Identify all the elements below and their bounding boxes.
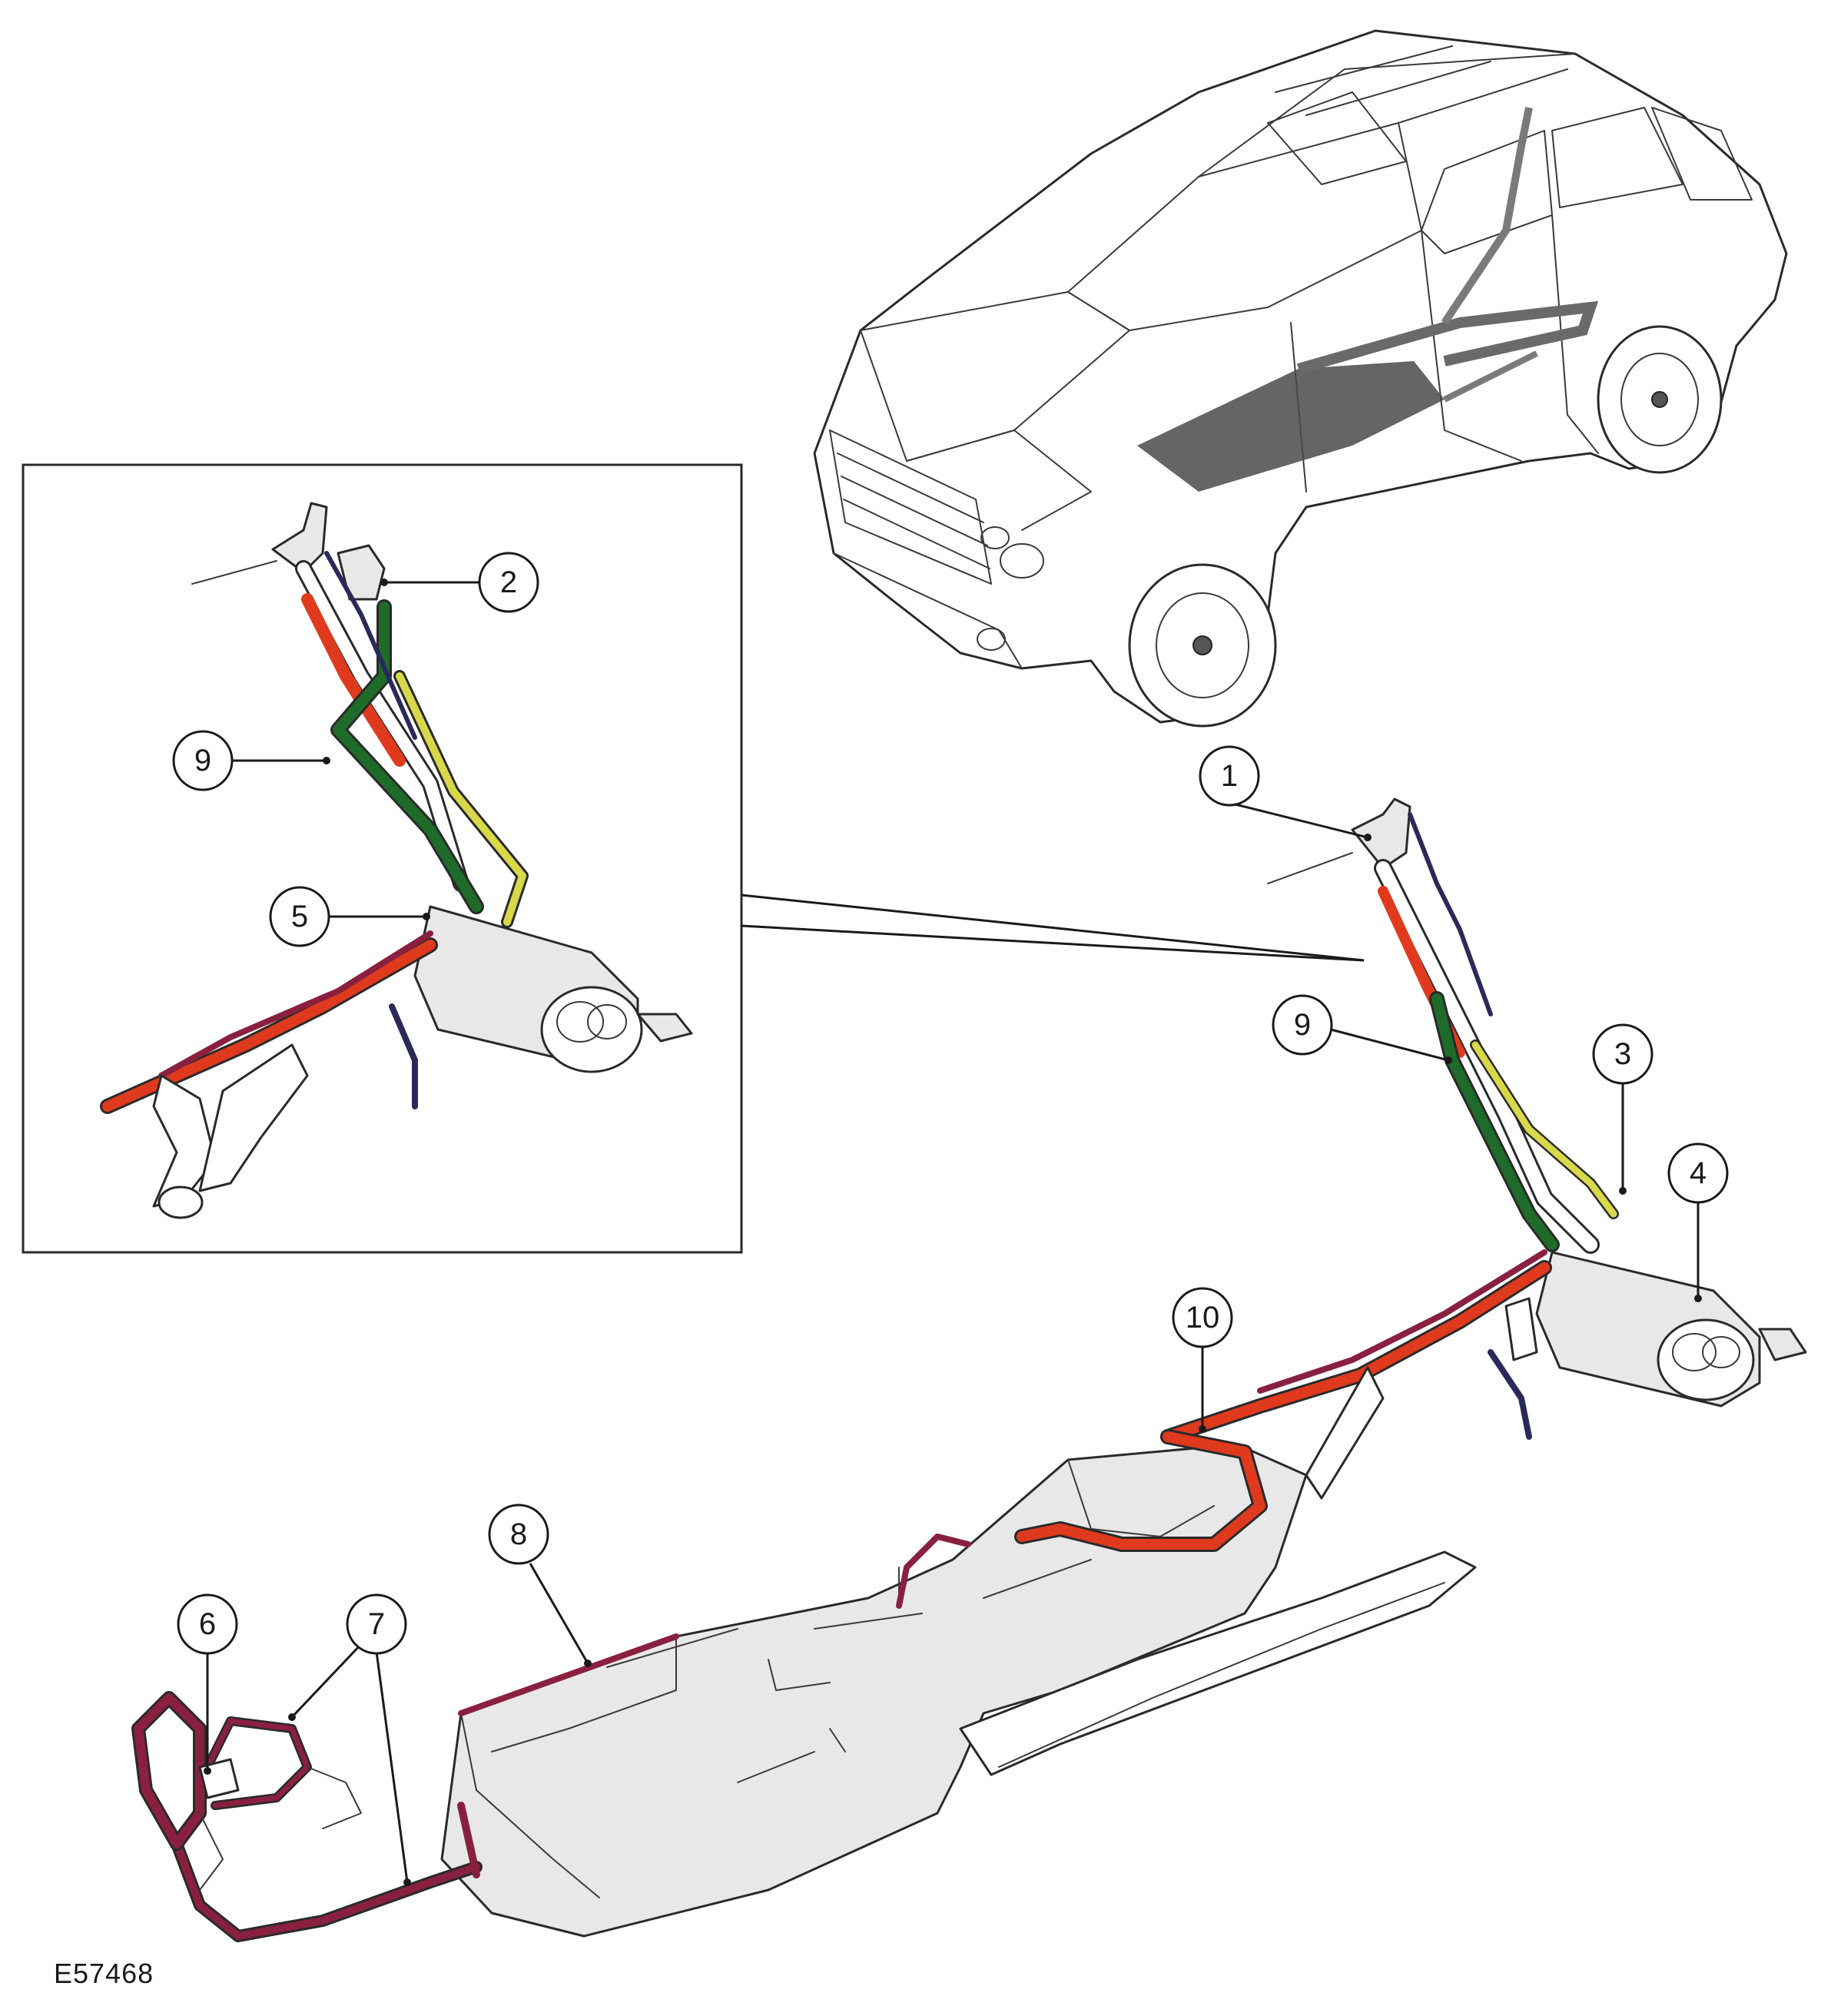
main-fuel-assembly	[131, 797, 1807, 1942]
callout-7: 7	[288, 1593, 411, 1886]
callout-label-4: 4	[1690, 1156, 1707, 1190]
callout-8: 8	[488, 1504, 592, 1667]
callout-label-7: 7	[368, 1607, 385, 1641]
callout-label-2: 2	[500, 565, 517, 599]
figure-code: E57468	[54, 1958, 154, 1989]
callout-9-main: 9	[1272, 994, 1452, 1064]
callout-9-inset: 9	[172, 730, 330, 791]
inset-detail-box	[22, 463, 1365, 1254]
callout-6: 6	[177, 1593, 238, 1775]
vehicle-illustration	[813, 29, 1788, 728]
callout-label-6: 6	[199, 1607, 216, 1641]
callout-label-1: 1	[1221, 759, 1238, 793]
callout-1: 1	[1199, 745, 1372, 841]
callout-10: 10	[1172, 1287, 1233, 1433]
callout-3: 3	[1592, 1023, 1653, 1195]
callout-4: 4	[1667, 1142, 1729, 1302]
callout-2: 2	[380, 552, 539, 613]
callout-label-8: 8	[510, 1517, 527, 1551]
callout-label-9-main: 9	[1294, 1008, 1311, 1042]
callout-label-9-inset: 9	[194, 744, 211, 778]
callout-label-10: 10	[1186, 1301, 1220, 1335]
callout-5: 5	[269, 886, 430, 947]
callout-label-5: 5	[291, 900, 308, 933]
callout-label-3: 3	[1614, 1037, 1631, 1071]
